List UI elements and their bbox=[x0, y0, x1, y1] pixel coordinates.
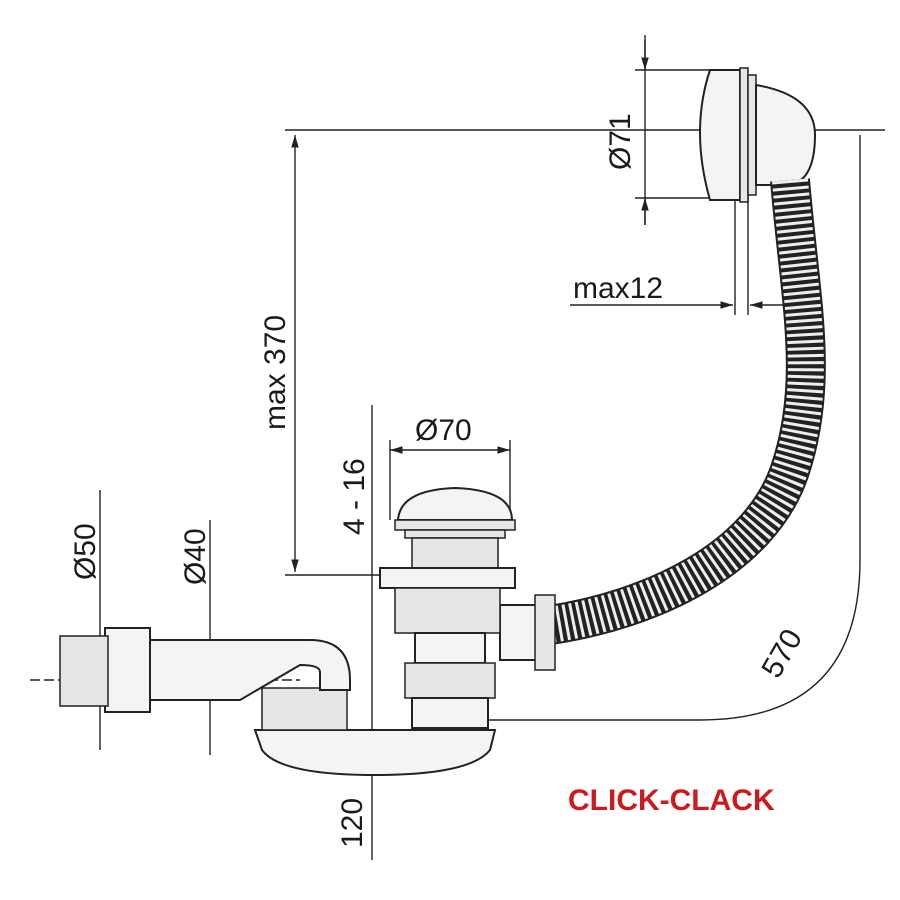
trap-base bbox=[253, 687, 497, 777]
max-thickness-label: max12 bbox=[573, 272, 663, 305]
brand-label: CLICK-CLACK bbox=[568, 784, 775, 817]
corrugated-hose bbox=[546, 178, 826, 645]
drain-plug bbox=[379, 486, 516, 729]
overflow-diameter-label: Ø71 bbox=[604, 113, 637, 170]
max-height-label: max 370 bbox=[259, 315, 292, 430]
overflow-head bbox=[699, 67, 817, 203]
trap-height-label: 120 bbox=[336, 798, 369, 848]
outlet-pipe bbox=[59, 627, 351, 713]
drain-diameter-label: Ø70 bbox=[415, 414, 472, 447]
hose-connector bbox=[499, 594, 556, 671]
outlet-diameter-small-label: Ø40 bbox=[179, 528, 212, 585]
hose-length-label: 570 bbox=[755, 624, 809, 684]
outlet-diameter-large-label: Ø50 bbox=[69, 523, 102, 580]
tub-thickness-label: 4 - 16 bbox=[338, 458, 371, 535]
